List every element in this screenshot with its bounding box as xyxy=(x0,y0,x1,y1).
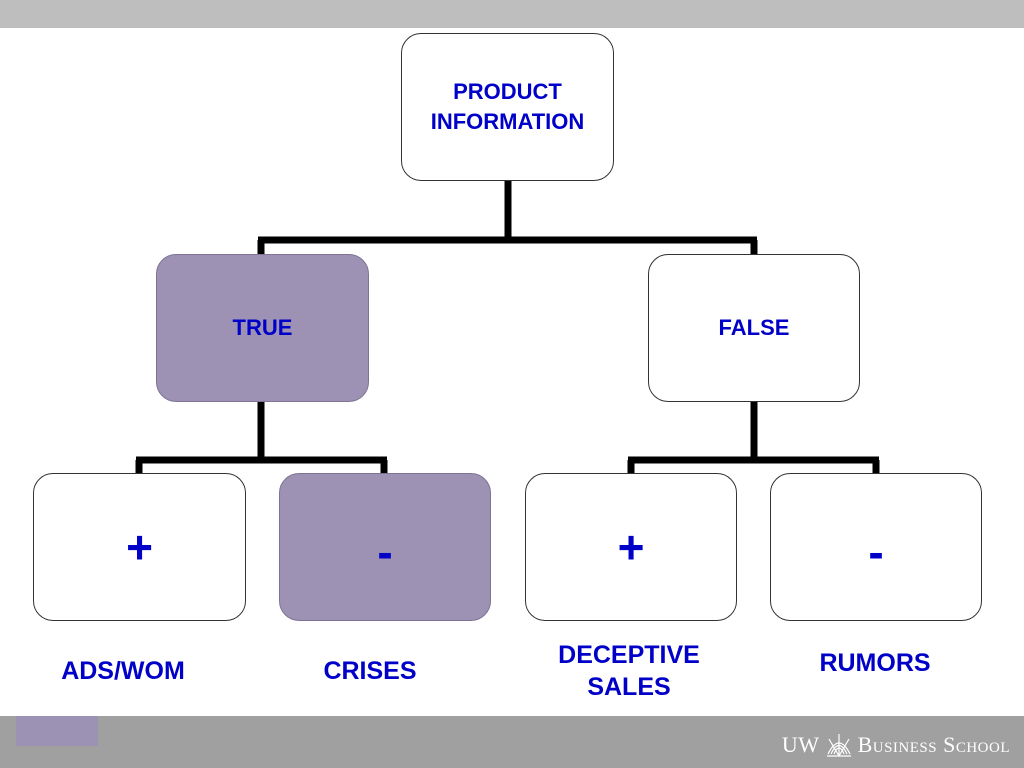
true-plus-sign: + xyxy=(126,521,153,573)
true-minus-sign: - xyxy=(377,526,393,578)
sunburst-icon xyxy=(826,734,851,757)
label-crises: CRISES xyxy=(323,657,417,685)
false-plus-node: + xyxy=(525,473,737,621)
logo-school-text: Business School xyxy=(857,732,1010,757)
label-deceptive-sales: DECEPTIVE SALES xyxy=(558,641,700,701)
false-minus-node: - xyxy=(770,473,982,621)
footer-accent xyxy=(16,716,98,746)
true-minus-node: - xyxy=(279,473,491,621)
false-plus-sign: + xyxy=(617,521,645,573)
true-plus-node: + xyxy=(33,473,246,621)
footer-bar xyxy=(0,716,1024,768)
false-minus-sign: - xyxy=(868,526,884,578)
false-node-label: FALSE xyxy=(718,315,790,340)
false-node: FALSE xyxy=(648,254,860,402)
top-bar xyxy=(0,0,1024,28)
root-node: PRODUCT INFORMATION xyxy=(401,33,614,181)
label-ads-wom: ADS/WOM xyxy=(61,657,185,685)
root-node-label: PRODUCT INFORMATION xyxy=(430,79,585,134)
logo-uw-text: UW xyxy=(781,732,820,757)
uw-business-school-logo: UW Business School xyxy=(782,730,1010,760)
true-node: TRUE xyxy=(156,254,369,402)
true-node-label: TRUE xyxy=(232,315,293,340)
label-rumors: RUMORS xyxy=(819,649,931,677)
